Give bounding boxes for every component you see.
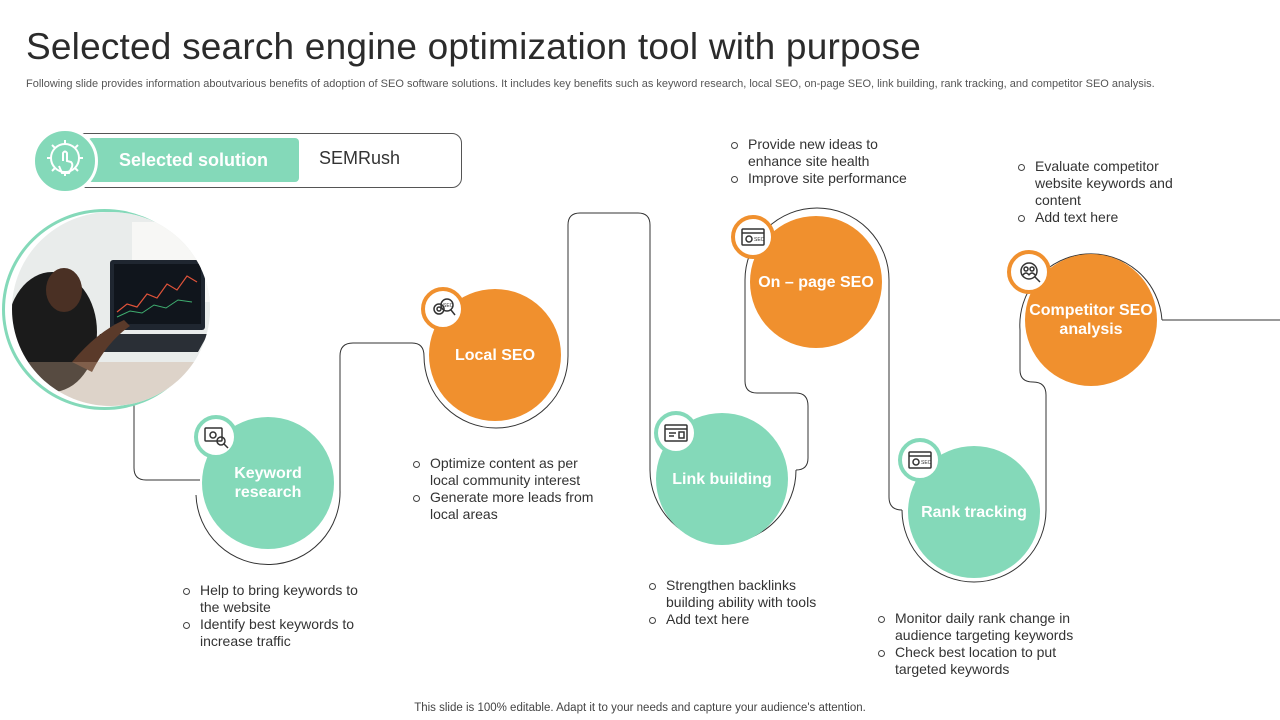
seo-browser-icon: SEO	[898, 438, 942, 482]
list-item: Provide new ideas to enhance site health	[728, 136, 918, 170]
step-label: On – page SEO	[758, 273, 874, 292]
list-item: Add text here	[1015, 209, 1185, 226]
rank-tracking-bullets: Monitor daily rank change in audience ta…	[875, 610, 1085, 678]
step-label: Rank tracking	[921, 503, 1027, 522]
footer-note: This slide is 100% editable. Adapt it to…	[0, 702, 1280, 714]
selected-solution-value: SEMRush	[319, 148, 400, 169]
competitor-seo-bullets: Evaluate competitor website keywords and…	[1015, 158, 1185, 226]
list-item: Strengthen backlinks building ability wi…	[646, 577, 826, 611]
list-item: Add text here	[646, 611, 826, 628]
svg-text:SEO: SEO	[443, 303, 454, 309]
link-building-bullets: Strengthen backlinks building ability wi…	[646, 577, 826, 628]
step-label: Link building	[672, 470, 772, 489]
on-page-seo-bullets: Provide new ideas to enhance site health…	[728, 136, 918, 187]
gear-hand-icon	[32, 128, 98, 194]
user-search-icon	[1007, 250, 1051, 294]
seo-browser-icon: SEO	[731, 215, 775, 259]
list-item: Help to bring keywords to the website	[180, 582, 370, 616]
list-item: Optimize content as per local community …	[410, 455, 610, 489]
list-item: Identify best keywords to increase traff…	[180, 616, 370, 650]
browser-window-icon	[654, 411, 698, 455]
svg-text:SEO: SEO	[921, 460, 932, 466]
seo-gear-search-icon: SEO	[421, 287, 465, 331]
list-item: Monitor daily rank change in audience ta…	[875, 610, 1085, 644]
list-item: Evaluate competitor website keywords and…	[1015, 158, 1185, 209]
keyword-search-icon	[194, 415, 238, 459]
step-label: Competitor SEO analysis	[1025, 301, 1157, 339]
selected-solution-label: Selected solution	[88, 138, 299, 182]
keyword-research-bullets: Help to bring keywords to the website Id…	[180, 582, 370, 650]
step-label: Keyword research	[202, 464, 334, 502]
person-laptop-chart-photo	[12, 212, 210, 406]
list-item: Generate more leads from local areas	[410, 489, 610, 523]
list-item: Check best location to put targeted keyw…	[875, 644, 1085, 678]
svg-text:SEO: SEO	[754, 237, 765, 243]
list-item: Improve site performance	[728, 170, 918, 187]
step-label: Local SEO	[455, 346, 535, 365]
local-seo-bullets: Optimize content as per local community …	[410, 455, 610, 523]
